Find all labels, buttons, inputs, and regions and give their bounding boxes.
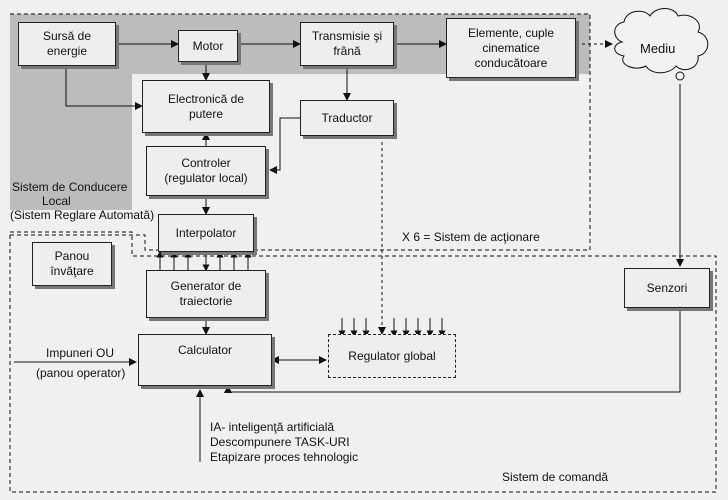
descompunere-label: Descompunere TASK-URI xyxy=(210,435,350,449)
impuneri-label: Impuneri OU xyxy=(46,346,115,360)
motor-block: Motor xyxy=(178,30,238,62)
generator-traiectorie-block: Generator de traiectorie xyxy=(146,270,266,318)
line-sursa-electronica xyxy=(65,66,143,110)
line-traductor-controler xyxy=(269,117,300,174)
local-label: Local xyxy=(42,194,71,208)
panou-operator-label: (panou operator) xyxy=(36,366,126,380)
command-system-border xyxy=(9,231,717,493)
actuation-system-border xyxy=(10,13,591,251)
sistem-comanda-label: Sistem de comandă xyxy=(502,470,609,484)
electronica-putere-block: Electronică de putere xyxy=(142,80,270,133)
ia-label: IA- inteligenţă artificială xyxy=(210,420,335,434)
regulator-global-block: Regulator global xyxy=(328,334,456,378)
regulator-input-arrows xyxy=(338,318,446,338)
interpolator-block: Interpolator xyxy=(158,214,254,252)
sistem-conducere-label: Sistem de Conducere xyxy=(12,180,128,194)
mediu-label: Mediu xyxy=(640,41,676,56)
senzori-block: Senzori xyxy=(624,268,710,308)
sistem-reglare-label: (Sistem Reglare Automată) xyxy=(10,208,155,222)
traductor-block: Traductor xyxy=(300,100,394,136)
sursa-energie-block: Sursă de energie xyxy=(18,22,116,66)
transmisie-frana-block: Transmisie şi frână xyxy=(300,22,394,66)
panou-invatare-block: Panou învăţare xyxy=(32,242,112,286)
x6-label: X 6 = Sistem de acţionare xyxy=(402,230,540,244)
mediu-cloud xyxy=(614,8,709,81)
etapizare-label: Etapizare proces tehnologic xyxy=(210,450,359,464)
elemente-cuple-block: Elemente, cuple cinematice conducătoare xyxy=(446,18,576,78)
controler-block: Controler (regulator local) xyxy=(146,146,266,196)
line-senzori-calculator xyxy=(224,308,681,393)
controler-title: Controler xyxy=(181,156,231,170)
controler-subtitle: (regulator local) xyxy=(164,171,248,185)
calculator-block: Calculator xyxy=(138,334,272,386)
interpolator-generator-arrows xyxy=(156,250,252,272)
